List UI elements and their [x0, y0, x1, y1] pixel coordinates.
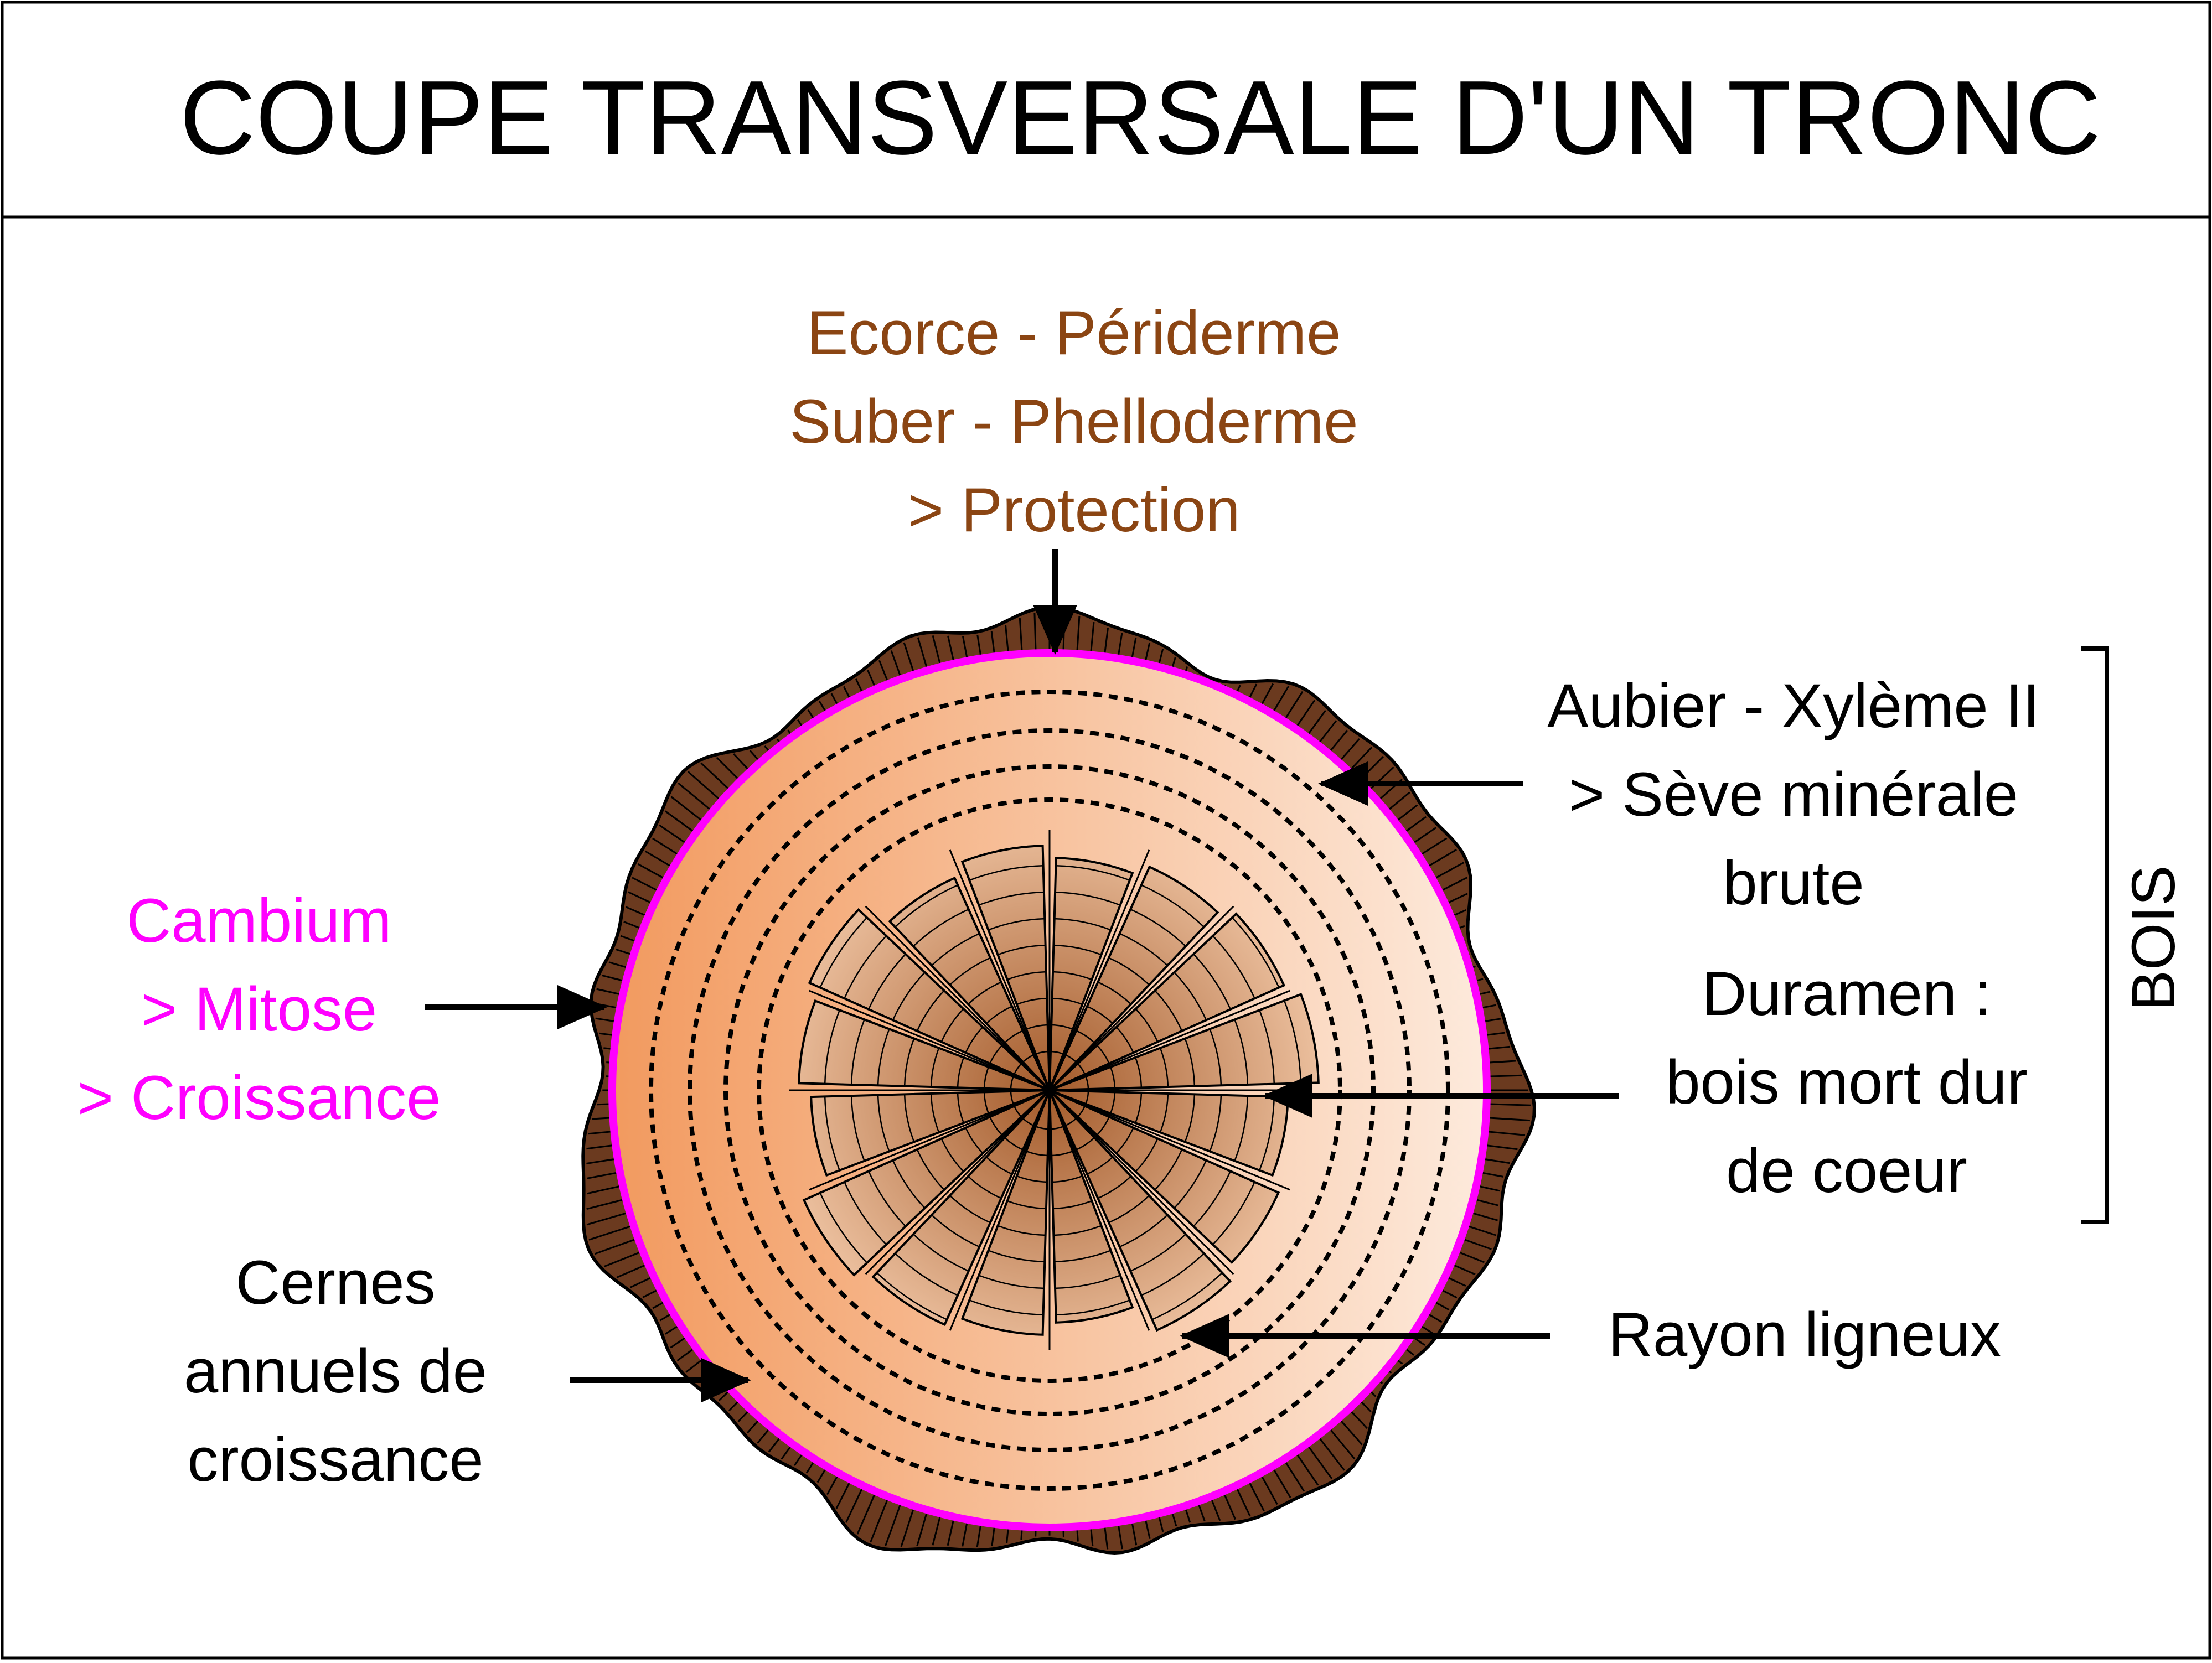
label-rayon: Rayon ligneux: [1608, 1300, 2001, 1369]
label-ecorce-line1: Ecorce - Périderme: [807, 298, 1341, 367]
label-duramen-line1: Duramen :: [1702, 959, 1992, 1028]
bark-tick: [1021, 1530, 1022, 1540]
label-duramen-line2: bois mort dur: [1666, 1048, 2028, 1117]
bark-tick: [592, 1118, 609, 1119]
label-aubier-line1: Aubier - Xylème II: [1547, 671, 2040, 740]
label-cambium-line2: > Mitose: [141, 975, 377, 1044]
label-duramen-line3: de coeur: [1726, 1136, 1967, 1205]
label-cambium-line1: Cambium: [126, 886, 391, 955]
bark-tick: [1490, 1075, 1522, 1076]
bark-tick: [597, 1104, 609, 1105]
bark-tick: [603, 1048, 611, 1049]
label-rayon-line1: Rayon ligneux: [1608, 1300, 2001, 1369]
label-cernes-line3: croissance: [187, 1425, 483, 1494]
bois-label: BOIS: [2120, 866, 2188, 1011]
label-cernes-line2: annuels de: [184, 1336, 487, 1406]
bark-tick: [1077, 1530, 1078, 1541]
label-cernes-line1: Cernes: [235, 1248, 435, 1317]
label-cambium-line3: > Croissance: [77, 1063, 441, 1132]
label-aubier-line2: > Sève minérale: [1569, 760, 2018, 829]
page-title: COUPE TRANSVERSALE D'UN TRONC: [179, 59, 2101, 177]
bark-tick: [1035, 613, 1036, 650]
label-ecorce-line3: > Protection: [908, 475, 1241, 545]
label-aubier-line3: brute: [1723, 848, 1864, 918]
label-ecorce-line2: Suber - Phelloderme: [789, 387, 1358, 456]
